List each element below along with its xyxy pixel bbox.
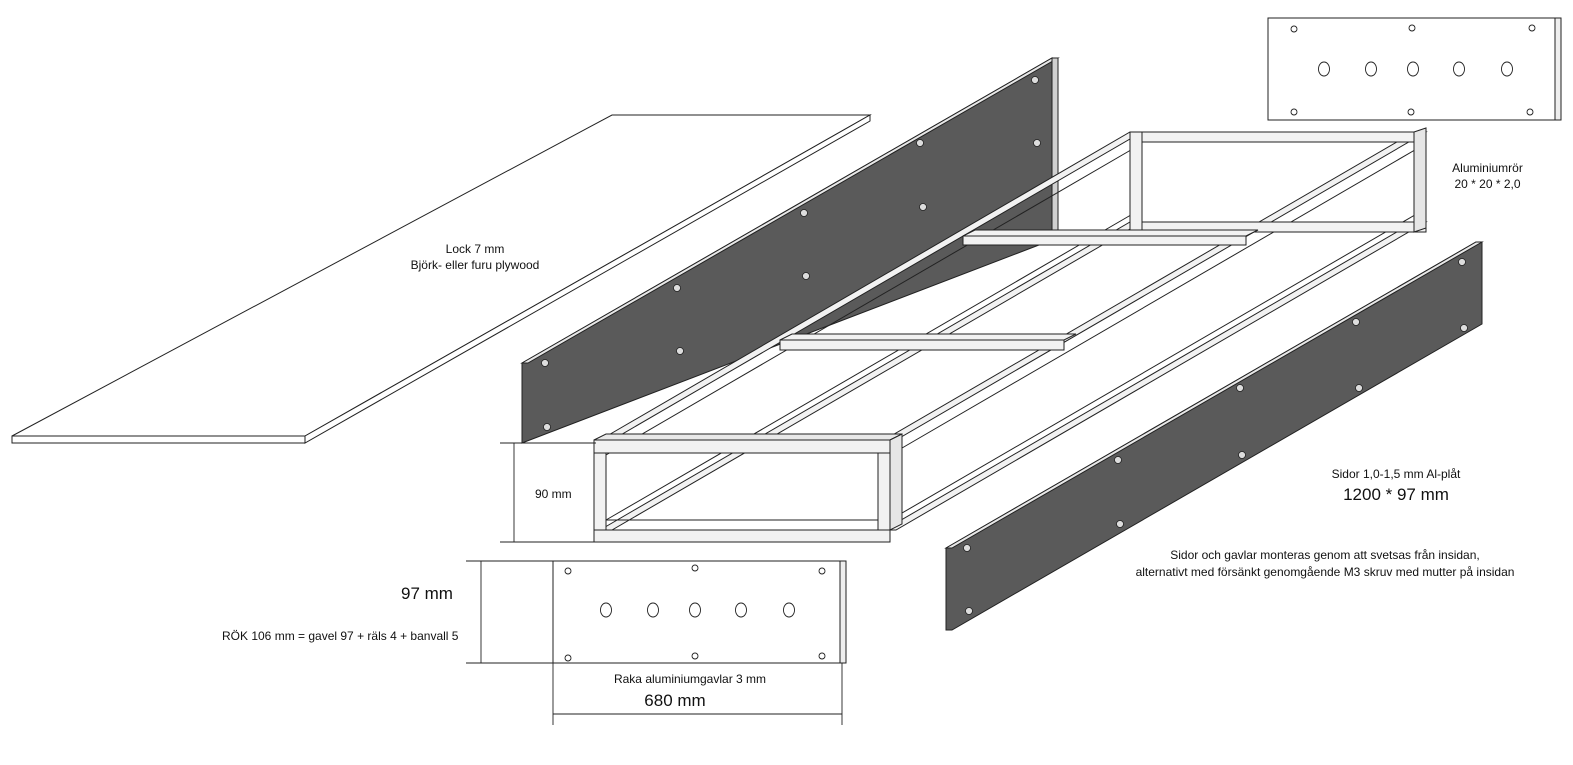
- assembly-note-line2: alternativt med försänkt genomgående M3 …: [1135, 565, 1515, 579]
- tube-label-line1: Aluminiumrör: [1452, 161, 1523, 175]
- side-plate-back: [520, 57, 1060, 444]
- dimension-90mm: [500, 442, 596, 543]
- end-height-dimension-label: 97 mm: [401, 584, 453, 603]
- aluminium-tube-frame: [593, 127, 1428, 543]
- assembly-note-line1: Sidor och gavlar monteras genom att svet…: [1170, 548, 1480, 562]
- end-plate-title: Raka aluminiumgavlar 3 mm: [613, 672, 767, 686]
- end-plate-top-right: [1267, 17, 1562, 121]
- rok-note: RÖK 106 mm = gavel 97 + räls 4 + banvall…: [222, 629, 459, 643]
- side-plate-front: [944, 241, 1484, 631]
- height-dimension-label: 90 mm: [535, 487, 572, 501]
- dimension-97mm: [466, 560, 553, 664]
- end-plate-bottom: [552, 560, 847, 664]
- tube-label-line2: 20 * 20 * 2,0: [1454, 177, 1521, 191]
- sides-size-label: 1200 * 97 mm: [1343, 485, 1449, 504]
- dimension-680mm: [552, 663, 843, 725]
- lid-label-line1: Lock 7 mm: [445, 242, 505, 256]
- end-width-dimension-label: 680 mm: [644, 691, 706, 710]
- lid-plywood-sheet: [11, 114, 872, 444]
- sides-title-label: Sidor 1,0-1,5 mm Al-plåt: [1331, 467, 1461, 481]
- lid-label-line2: Björk- eller furu plywood: [410, 258, 540, 272]
